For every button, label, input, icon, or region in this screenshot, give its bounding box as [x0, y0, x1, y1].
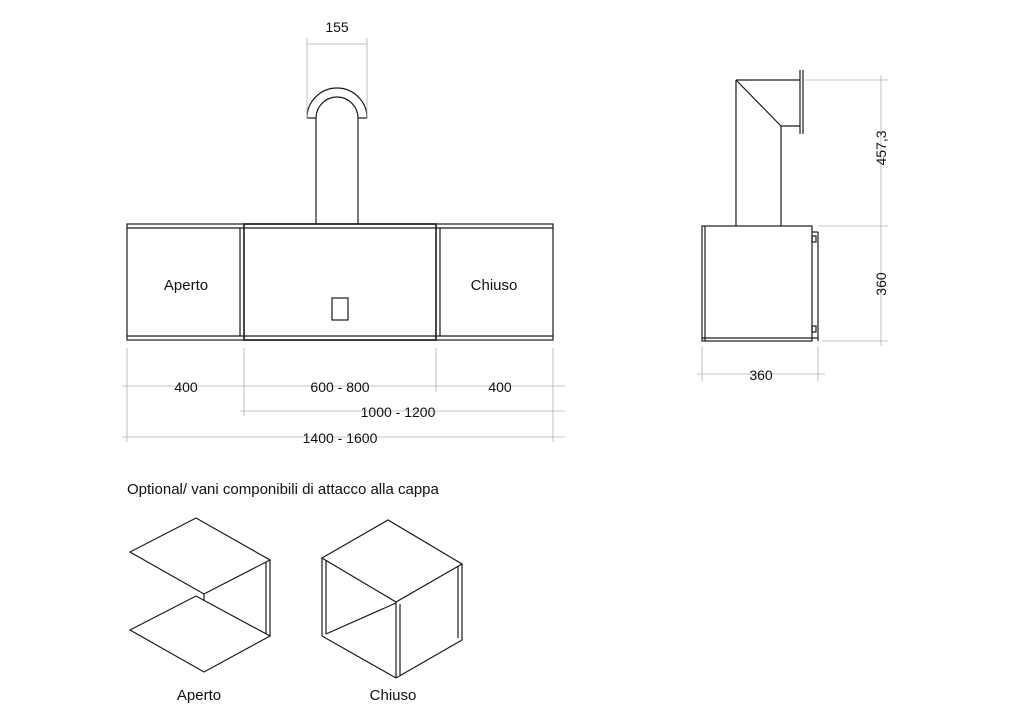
control-panel [331, 297, 349, 321]
dimension-body-depth: 360 [749, 367, 773, 383]
side-view: 457,3 360 360 [697, 70, 889, 383]
side-chimney [735, 70, 804, 226]
side-body [701, 225, 819, 342]
dimension-center-module: 600 - 800 [310, 379, 369, 395]
side-dimensions: 457,3 360 360 [697, 75, 889, 383]
hood-body [126, 223, 554, 341]
dimension-155: 155 [306, 19, 368, 118]
dimension-middle-total: 1000 - 1200 [361, 404, 436, 420]
open-module-isometric [128, 517, 272, 673]
dimension-chimney-height: 457,3 [873, 130, 889, 165]
dimension-body-height: 360 [873, 272, 889, 296]
closed-module-label: Chiuso [370, 687, 417, 704]
module-label-aperto: Aperto [164, 277, 208, 294]
dimension-overall-total: 1400 - 1600 [303, 430, 378, 446]
dimension-left-module: 400 [174, 379, 198, 395]
optional-caption: Optional/ vani componibili di attacco al… [127, 481, 440, 498]
dimension-right-module: 400 [488, 379, 512, 395]
dimension-155-label: 155 [325, 19, 349, 35]
chimney-pipe [306, 87, 368, 224]
bottom-dimensions: 400 600 - 800 400 1000 - 1200 1400 - 160… [122, 348, 565, 446]
closed-module-isometric [320, 519, 464, 679]
front-view: 155 Aperto Chiuso 400 600 - 800 400 [122, 19, 565, 446]
module-label-chiuso: Chiuso [471, 277, 518, 294]
open-module-label: Aperto [177, 687, 221, 704]
